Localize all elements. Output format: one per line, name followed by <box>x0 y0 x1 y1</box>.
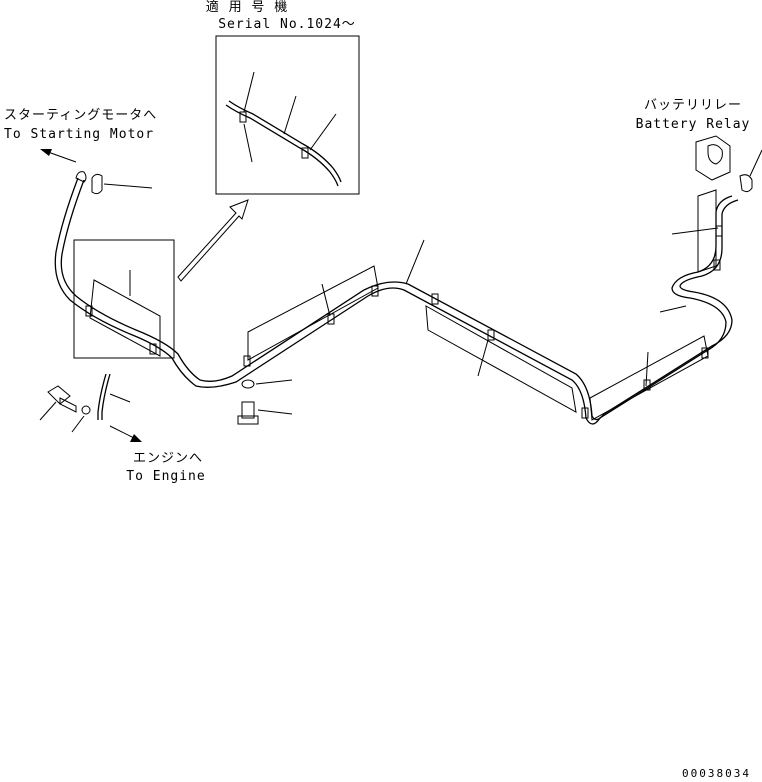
left-detail-frame <box>73 239 175 359</box>
engine-direction-arrow <box>109 425 142 442</box>
serial-title-en: Serial No.1024～ <box>218 17 356 32</box>
leader-lines <box>129 227 719 387</box>
battery-relay <box>695 135 762 193</box>
engine-label-jp: エンジンへ <box>132 451 204 466</box>
main-cable <box>54 177 739 425</box>
relay-label-jp: バッテリリレー <box>643 98 743 113</box>
washer-and-bolt <box>237 379 293 425</box>
starter-direction-arrow <box>40 149 77 163</box>
starter-label-en: To Starting Motor <box>4 127 155 142</box>
drawing-number: 00038034 <box>682 767 751 780</box>
relay-label-en: Battery Relay <box>635 117 751 132</box>
starter-cable-end <box>75 171 153 195</box>
cover-plates <box>89 189 717 421</box>
clamps <box>85 225 723 419</box>
detail-pointer-arrow <box>177 199 249 282</box>
detail-inset-box <box>215 35 360 195</box>
engine-end-parts <box>39 373 131 433</box>
starter-label-jp: スターティングモータへ <box>4 108 158 123</box>
serial-title-jp: 適 用 号 機 <box>205 0 289 15</box>
engine-label-en: To Engine <box>126 469 206 484</box>
